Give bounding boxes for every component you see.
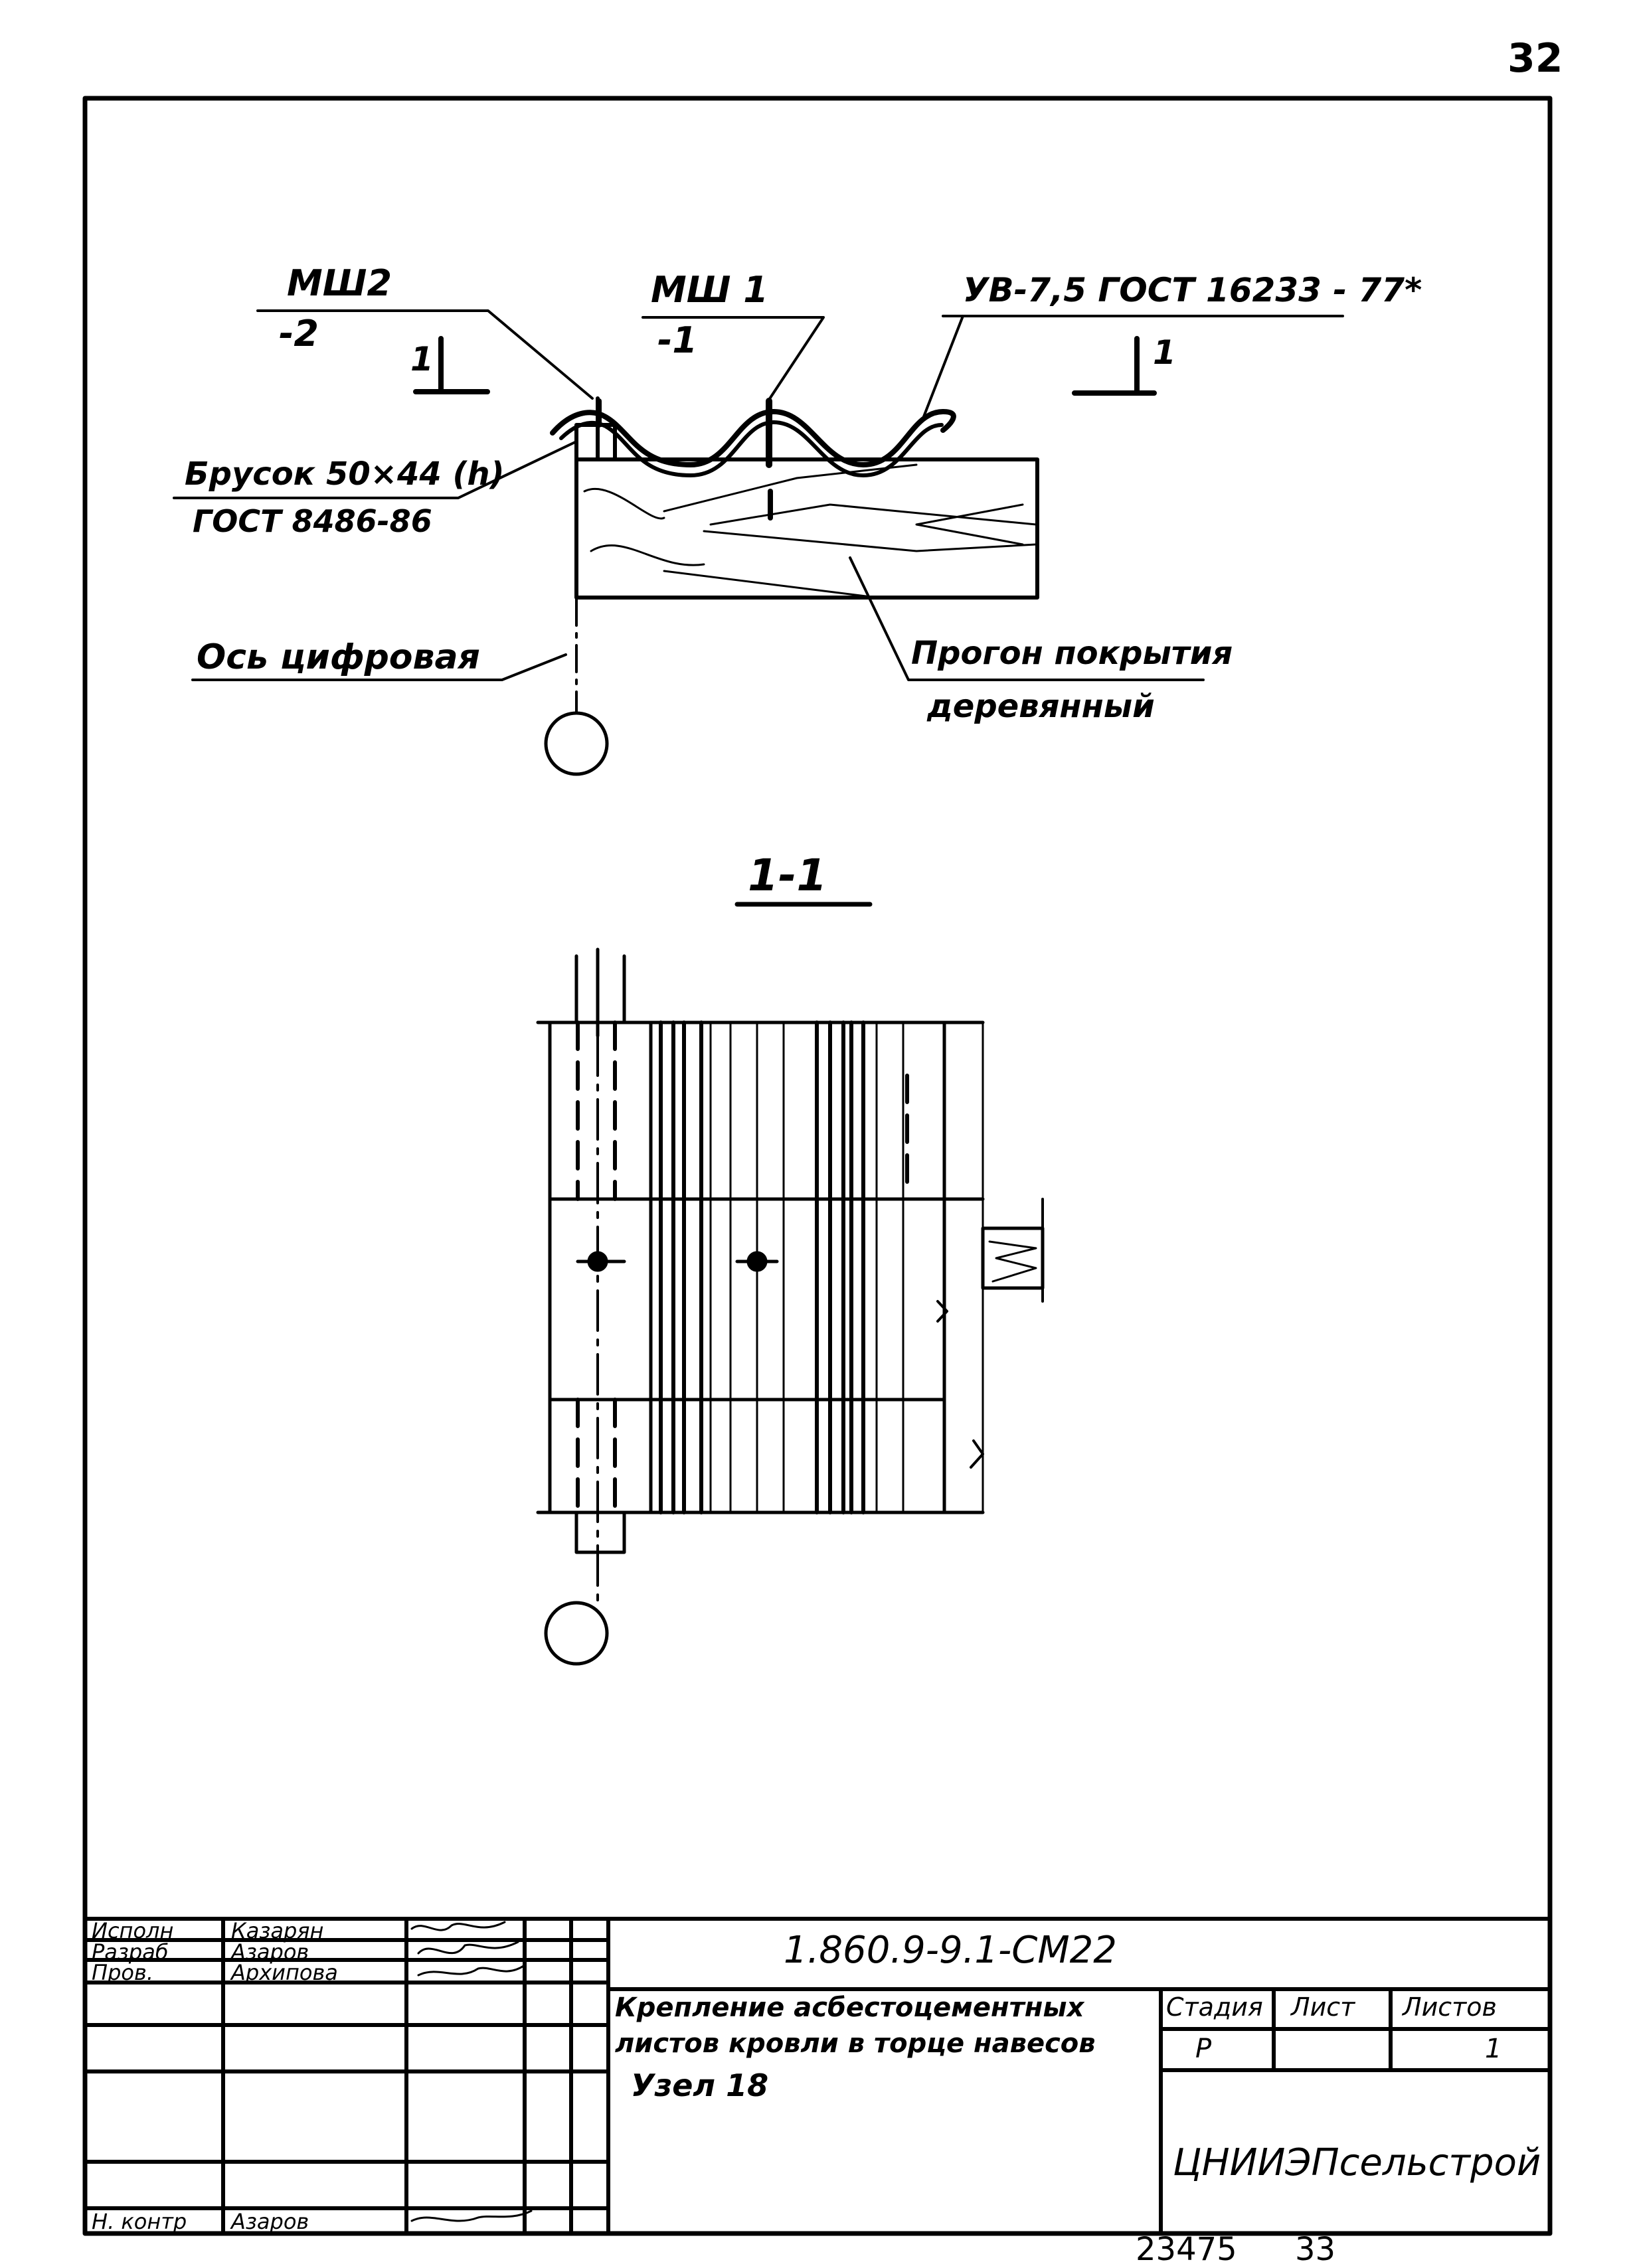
tb-name-2: Азаров <box>231 1939 309 1965</box>
label-purlin-line1: Прогон покрытия <box>911 635 1233 672</box>
leader-sheet <box>922 315 1344 420</box>
axis-marker-section <box>544 1601 609 1666</box>
tb-name-7: Азаров <box>231 2209 309 2234</box>
leader-msh1 <box>642 316 825 401</box>
label-msh2-qty: -2 <box>279 313 319 355</box>
cut-label-left: 1 <box>410 340 434 378</box>
stage-value: Р <box>1195 2034 1212 2064</box>
cut-label-right: 1 <box>1153 333 1176 372</box>
tb-role-1: Исполн <box>92 1918 174 1943</box>
label-bar-gost: ГОСТ 8486-86 <box>193 503 432 539</box>
label-sheet-gost: УВ-7,5 ГОСТ 16233 - 77* <box>963 271 1422 309</box>
stage-header: Стадия <box>1166 1992 1263 2022</box>
leader-purlin <box>849 556 1205 681</box>
organization: ЦНИИЭПсельстрой <box>1173 2141 1541 2184</box>
label-purlin-line2: деревянный <box>927 688 1155 725</box>
label-msh1-qty: -1 <box>657 319 697 361</box>
description-line3: Узел 18 <box>631 2067 769 2103</box>
section-title: 1-1 <box>748 850 827 901</box>
tb-name-3: Архипова <box>231 1960 338 1985</box>
sheet-frame <box>82 96 1553 2236</box>
sheet-header: Лист <box>1291 1992 1355 2022</box>
description-line1: Крепление асбестоцементных <box>615 1992 1084 2023</box>
axis-marker-top <box>544 711 609 776</box>
leader-axis <box>191 653 567 681</box>
label-axis: Ось цифровая <box>197 637 480 677</box>
page-number: 32 <box>1507 35 1563 82</box>
corrugated-sheet <box>550 409 956 467</box>
cut-mark-right <box>1072 336 1157 396</box>
signatures <box>410 1921 533 2222</box>
archive-number: 23475 <box>1136 2231 1237 2268</box>
tb-name-1: Казарян <box>231 1918 324 1943</box>
purlin-stub <box>981 1226 1045 1290</box>
doc-code: 1.860.9-9.1-СМ22 <box>784 1929 1117 1972</box>
tb-role-7: Н. контр <box>92 2209 187 2234</box>
sheets-value: 1 <box>1485 2034 1502 2064</box>
label-msh1: МШ 1 <box>651 269 768 311</box>
leader-bar <box>173 440 578 499</box>
label-bar: Брусок 50×44 (h) <box>185 455 505 493</box>
label-msh2: МШ2 <box>287 262 392 304</box>
title-block-grid <box>83 1917 1552 2235</box>
cut-mark-left <box>413 336 490 394</box>
description-line2: листов кровли в торце навесов <box>615 2028 1096 2059</box>
tb-role-3: Пров. <box>92 1960 153 1985</box>
tb-role-2: Разраб <box>92 1939 169 1965</box>
leader-msh2 <box>256 309 594 400</box>
sheets-header: Листов <box>1403 1992 1497 2022</box>
archive-sheet: 33 <box>1295 2231 1336 2268</box>
timber-purlin <box>574 457 1039 600</box>
